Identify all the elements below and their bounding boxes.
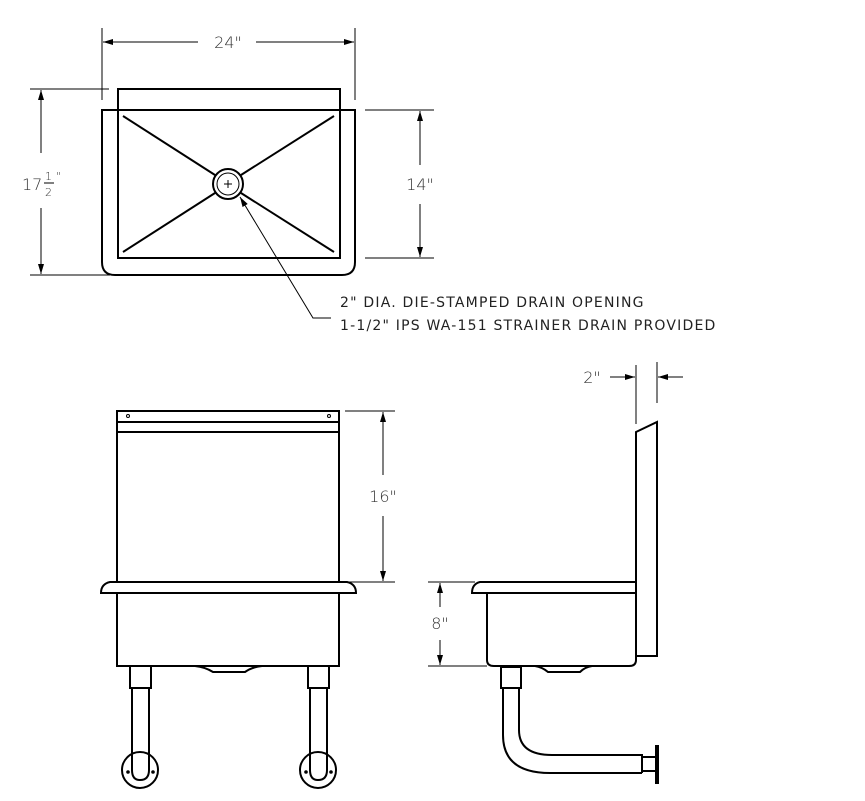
drain-opening: [212, 168, 244, 200]
front-view: 16": [99, 410, 397, 789]
svg-text:1: 1: [45, 170, 52, 183]
screw-icon: [126, 414, 130, 418]
right-leg: [299, 665, 337, 789]
screw-icon: [327, 414, 331, 418]
dim-backsplash-label: 16": [369, 487, 397, 506]
dim-offset-label: 2": [583, 368, 601, 387]
slope-line: [122, 192, 216, 253]
front-ledge: [99, 581, 358, 594]
note-drain-opening: 2" DIA. DIE-STAMPED DRAIN OPENING: [340, 295, 645, 311]
side-drain-body: [534, 665, 593, 673]
top-view: 2" DIA. DIE-STAMPED DRAIN OPENING 1-1/2"…: [22, 28, 716, 334]
side-bowl: [486, 593, 637, 667]
drain-strainer: [216, 172, 240, 196]
slope-line: [122, 115, 216, 176]
top-bowl: [117, 88, 341, 259]
note-strainer: 1-1/2" IPS WA-151 STRAINER DRAIN PROVIDE…: [340, 318, 716, 334]
side-backsplash: [635, 420, 658, 657]
svg-text:": ": [56, 170, 61, 183]
drain-center-mark: [224, 180, 232, 188]
svg-text:17: 17: [22, 175, 42, 194]
dim-bowl-label: 14": [406, 175, 434, 194]
drain-body: [194, 665, 263, 673]
front-bowl: [116, 592, 340, 667]
dim-depth-label: 17 1 2 ": [22, 170, 61, 199]
backsplash: [116, 410, 340, 583]
side-view: 2" 8": [428, 362, 683, 784]
slope-line: [240, 115, 335, 176]
side-tailpiece: [500, 666, 522, 689]
top-outer-rim: [101, 109, 356, 276]
dim-bowl-height-label: 8": [431, 614, 449, 633]
dim-width-label: 24": [214, 33, 242, 52]
side-trap-pipe: [502, 688, 643, 774]
side-ledge: [470, 581, 637, 594]
slope-line: [240, 192, 335, 253]
left-leg: [121, 665, 159, 789]
drain-leader: [239, 196, 331, 319]
wall-fitting: [641, 756, 658, 772]
svg-text:2: 2: [45, 186, 52, 199]
